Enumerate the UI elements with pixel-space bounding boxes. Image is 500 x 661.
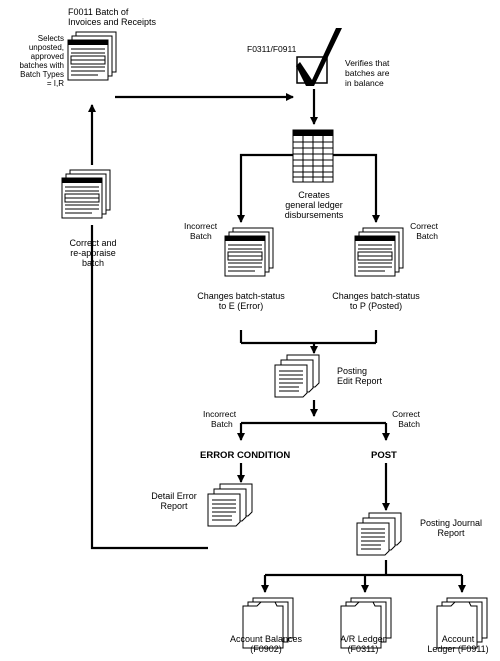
account-balances-label: Account Balances (F0902): [229, 634, 303, 654]
posting-journal-report-icon: [356, 512, 402, 556]
ledger-grid-icon: [292, 129, 334, 183]
selects-batches-label: Selects unposted, approved batches with …: [19, 34, 64, 88]
checkmark-icon: [296, 28, 342, 86]
f0311-f0911-label: F0311/F0911: [247, 44, 297, 54]
verifies-balance-label: Verifies that batches are in balance: [345, 58, 390, 88]
incorrect-batch-label-bottom: Incorrect Batch: [203, 409, 237, 429]
account-ledger-label: Account Ledger (F0911): [427, 634, 489, 654]
f0011-batch-screen-icon: [67, 31, 117, 81]
posting-edit-report-icon: [274, 354, 320, 398]
flow-connectors: [88, 89, 466, 593]
changes-status-posted-label: Changes batch-status to P (Posted): [332, 291, 420, 311]
correct-batch-label-bottom: Correct Batch: [392, 409, 420, 429]
posted-batch-screen-icon: [354, 227, 404, 277]
post-heading: POST: [371, 450, 397, 461]
changes-status-error-label: Changes batch-status to E (Error): [197, 291, 285, 311]
correct-batch-label-top: Correct Batch: [410, 221, 438, 241]
detail-error-report-label: Detail Error Report: [151, 491, 197, 511]
f0011-batch-label: F0011 Batch of Invoices and Receipts: [68, 7, 157, 27]
correct-reappraise-label: Correct and re-appraise batch: [69, 238, 117, 268]
error-batch-screen-icon: [224, 227, 274, 277]
incorrect-batch-label-top: Incorrect Batch: [184, 221, 218, 241]
posting-edit-report-label: Posting Edit Report: [337, 366, 383, 386]
ar-ledger-label: A/R Ledger (F0311): [340, 634, 386, 654]
correct-batch-screen-icon: [61, 169, 111, 219]
detail-error-report-icon: [207, 483, 253, 527]
creates-disbursements-label: Creates general ledger disbursements: [284, 190, 344, 220]
posting-journal-report-label: Posting Journal Report: [419, 518, 483, 538]
error-condition-heading: ERROR CONDITION: [200, 450, 291, 461]
